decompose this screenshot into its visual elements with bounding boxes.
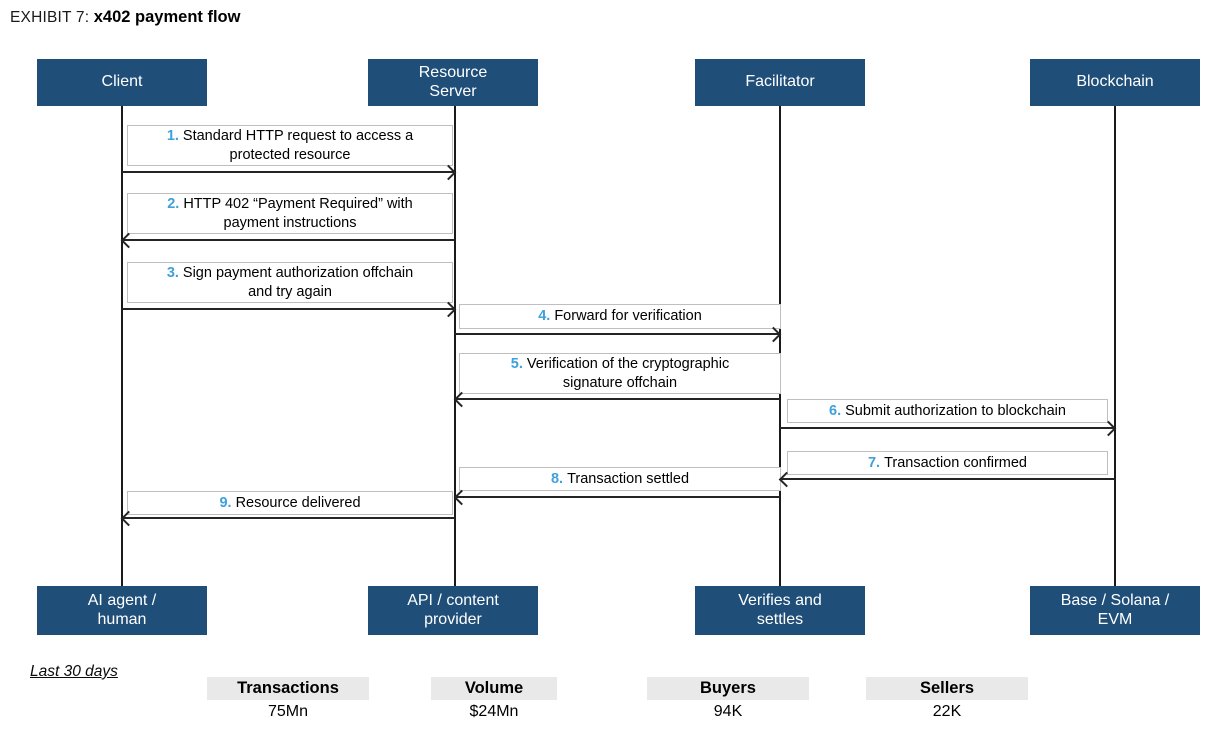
step-text: Standard HTTP request to access a protec… <box>182 127 414 163</box>
role-base-solana-evm: Base / Solana / EVM <box>1030 586 1200 635</box>
message-9-label: 9.Resource delivered <box>127 491 453 515</box>
exhibit-title-prefix: EXHIBIT 7: <box>10 9 94 26</box>
step-text: Resource delivered <box>235 494 361 511</box>
stat-value-transactions: 75Mn <box>267 703 309 720</box>
step-number: 4. <box>538 308 551 324</box>
message-2-label: 2.HTTP 402 “Payment Required” with payme… <box>127 193 453 234</box>
step-text: Submit authorization to blockchain <box>845 402 1066 419</box>
step-number: 1. <box>166 127 179 144</box>
actor-client: Client <box>37 59 207 106</box>
step-text: Forward for verification <box>554 308 702 324</box>
arrow-1-right <box>122 164 457 181</box>
arrow-5-left <box>453 391 780 408</box>
exhibit-title: EXHIBIT 7: x402 payment flow <box>10 8 240 27</box>
step-text: Transaction confirmed <box>884 454 1027 471</box>
step-number: 3. <box>166 264 179 281</box>
arrow-9-left <box>120 510 455 527</box>
stat-value-sellers: 22K <box>932 703 962 720</box>
message-5-label: 5.Verification of the cryptographic sign… <box>459 353 781 394</box>
stat-value-volume: $24Mn <box>469 703 519 720</box>
message-3-label: 3.Sign payment authorization offchain an… <box>127 262 453 303</box>
arrow-2-left <box>120 232 455 249</box>
step-number: 6. <box>829 402 842 419</box>
step-text: HTTP 402 “Payment Required” with payment… <box>183 195 413 231</box>
actor-facilitator: Facilitator <box>695 59 865 106</box>
lifeline-resource-server <box>454 106 456 586</box>
step-number: 7. <box>867 454 881 471</box>
arrow-7-left <box>778 471 1115 488</box>
role-api-content-provider: API / content provider <box>368 586 538 635</box>
step-number: 8. <box>550 470 564 487</box>
step-text: Verification of the cryptographic signat… <box>526 355 730 391</box>
step-text: Transaction settled <box>567 470 690 487</box>
actor-blockchain: Blockchain <box>1030 59 1200 106</box>
step-number: 2. <box>167 195 180 212</box>
role-ai-agent-human: AI agent / human <box>37 586 207 635</box>
stat-value-buyers: 94K <box>713 703 743 720</box>
actor-resource-server: Resource Server <box>368 59 538 106</box>
stats-period-label: Last 30 days <box>30 663 118 680</box>
arrow-8-left <box>453 489 780 506</box>
message-1-label: 1.Standard HTTP request to access a prot… <box>127 125 453 166</box>
step-number: 5. <box>510 355 523 372</box>
arrowhead-left-icon <box>453 489 470 506</box>
lifeline-facilitator <box>779 106 781 586</box>
stat-header-transactions: Transactions <box>207 677 369 700</box>
arrowhead-left-icon <box>120 232 137 249</box>
step-number: 9. <box>219 494 232 511</box>
message-7-label: 7.Transaction confirmed <box>787 451 1108 475</box>
message-6-label: 6.Submit authorization to blockchain <box>787 399 1108 423</box>
stat-header-buyers: Buyers <box>647 677 809 700</box>
message-8-label: 8.Transaction settled <box>459 467 781 491</box>
arrowhead-left-icon <box>453 391 470 408</box>
step-text: Sign payment authorization offchain and … <box>182 264 414 300</box>
arrow-6-right <box>780 420 1117 437</box>
stat-header-sellers: Sellers <box>866 677 1028 700</box>
lifeline-client <box>121 106 123 586</box>
arrow-3-right <box>122 301 457 318</box>
lifeline-blockchain <box>1114 106 1116 586</box>
exhibit-title-text: x402 payment flow <box>93 8 241 26</box>
stat-header-volume: Volume <box>431 677 557 700</box>
message-4-label: 4.Forward for verification <box>459 304 781 329</box>
role-verifies-and-settles: Verifies and settles <box>695 586 865 635</box>
arrow-4-right <box>455 326 782 343</box>
